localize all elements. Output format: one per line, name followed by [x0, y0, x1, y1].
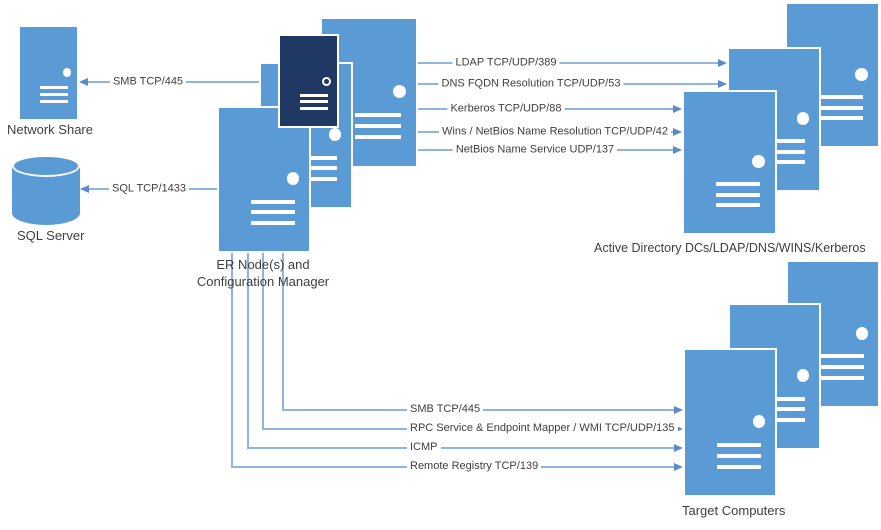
connection-label: SQL TCP/1433 [109, 182, 189, 196]
target-computers-label: Target Computers [682, 503, 786, 518]
server-led-icon [855, 326, 869, 340]
server-icon [683, 348, 777, 497]
server-led-icon [62, 68, 71, 77]
connection-label: Wins / NetBios Name Resolution TCP/UDP/4… [439, 125, 671, 139]
connection-label: NetBios Name Service UDP/137 [452, 143, 618, 157]
arrowhead-left-icon [79, 77, 88, 86]
server-led-icon [286, 172, 300, 186]
server-icon [682, 90, 777, 235]
server-icon [217, 106, 311, 253]
active-directory-label: Active Directory DCs/LDAP/DNS/WINS/Kerbe… [594, 241, 866, 255]
connection-label: RPC Service & Endpoint Mapper / WMI TCP/… [407, 422, 678, 435]
highlighted-server-icon [278, 34, 339, 128]
server-led-icon [796, 369, 810, 383]
server-led-icon [752, 415, 766, 429]
arrowhead-right-icon [674, 405, 683, 414]
arrowhead-right-icon [674, 424, 683, 433]
server-icon [18, 25, 79, 121]
arrowhead-right-icon [674, 443, 683, 452]
server-led-icon [855, 67, 868, 81]
server-led-icon [392, 85, 406, 99]
server-led-icon [752, 155, 765, 169]
arrowhead-right-icon [673, 145, 682, 154]
server-led-ring-icon [322, 76, 331, 86]
database-cylinder-icon [12, 155, 80, 225]
server-led-icon [796, 112, 810, 126]
er-node-label: ER Node(s) and Configuration Manager [196, 257, 330, 289]
connection-label: SMB TCP/445 [109, 75, 187, 89]
arrowhead-right-icon [674, 462, 683, 471]
connection-label: Kerberos TCP/UDP/88 [447, 102, 565, 116]
connection-label: DNS FQDN Resolution TCP/UDP/53 [438, 77, 624, 91]
connection-label: LDAP TCP/UDP/389 [452, 56, 560, 70]
sql-server-label: SQL Server [17, 228, 85, 243]
arrowhead-right-icon [718, 79, 727, 88]
connection-label: Remote Registry TCP/139 [407, 460, 542, 473]
arrowhead-right-icon [718, 58, 727, 67]
connection-label: SMB TCP/445 [407, 403, 484, 416]
network-share-label: Network Share [7, 122, 93, 137]
connection-label: ICMP [407, 441, 441, 454]
arrowhead-left-icon [80, 184, 89, 193]
server-led-icon [328, 128, 342, 142]
arrowhead-right-icon [673, 127, 682, 136]
arrowhead-right-icon [673, 104, 682, 113]
